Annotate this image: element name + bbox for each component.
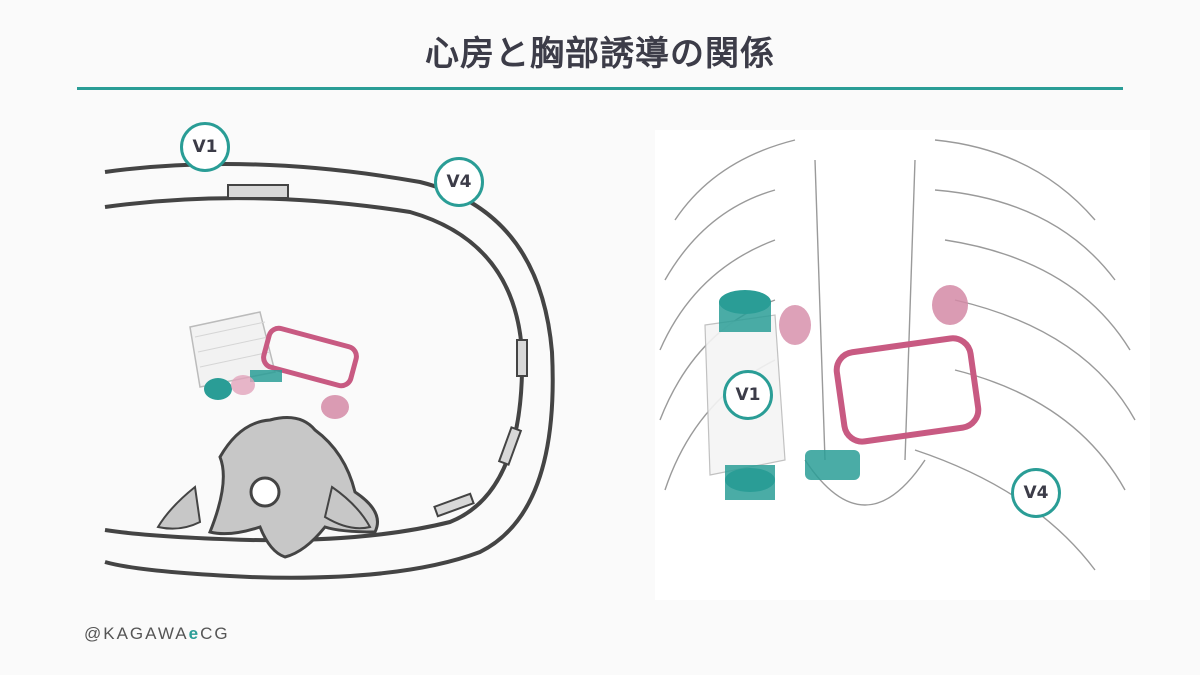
sternum [227,184,289,199]
lead-label: V1 [735,385,761,405]
ribs [659,139,1136,571]
lead-badge-v1: V1 [180,122,230,172]
cross-section-drawing [104,162,555,580]
lead-label: V4 [446,172,472,192]
rib-cage-frontal-diagram: V1 V4 [655,130,1150,600]
lead-badge-v4: V4 [1011,468,1061,518]
chest-cross-section-diagram: V1 V4 [100,112,560,592]
lead-label: V4 [1023,483,1049,503]
credit-prefix: @KAGAWA [84,624,189,643]
slide-title: 心房と胸部誘導の関係 [425,34,775,74]
rib-cage-drawing [655,130,1150,600]
lead-badge-v4: V4 [434,157,484,207]
title-divider [77,87,1123,90]
author-credit: @KAGAWAeCG [84,624,230,644]
chest-wall [104,162,555,580]
vertebra [156,416,379,559]
credit-suffix: CG [200,624,230,643]
lead-badge-v1: V1 [723,370,773,420]
credit-mark: e [188,624,201,643]
lead-label: V1 [192,137,218,157]
atria-model [189,311,359,419]
